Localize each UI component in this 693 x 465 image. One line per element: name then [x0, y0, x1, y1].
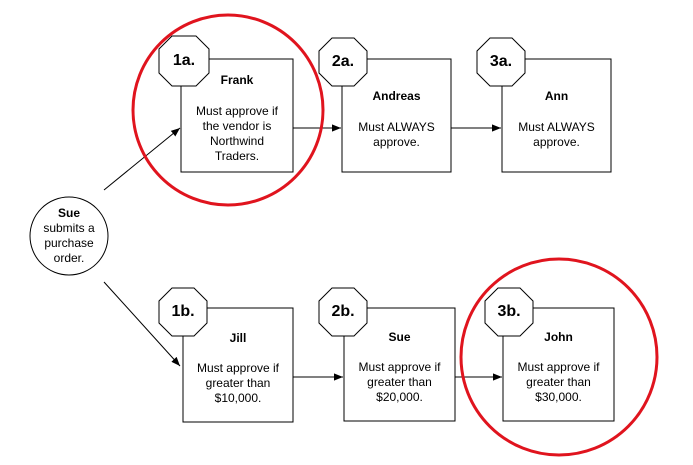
connector-start-to-1b — [103, 281, 181, 367]
step-number-2b: 2b. — [331, 303, 355, 320]
step-number-2a: 2a. — [331, 53, 355, 70]
approver-name-3a: Ann — [544, 89, 569, 103]
approval-rule-1b: Must approve if greater than $10,000. — [196, 361, 280, 405]
approval-rule-3a: Must ALWAYS approve. — [518, 120, 595, 149]
approver-name-1b: Jill — [229, 331, 247, 345]
step-number-1a: 1a. — [172, 52, 196, 69]
approval-rule-2a: Must ALWAYS approve. — [358, 120, 435, 149]
step-badge-2b — [318, 287, 368, 337]
step-badge-2a — [318, 37, 368, 87]
approver-name-2a: Andreas — [372, 89, 421, 103]
highlight-circle-3b — [459, 257, 659, 457]
step-badge-3a — [476, 37, 526, 87]
start-node-circle — [29, 196, 109, 276]
approver-name-1a: Frank — [220, 73, 254, 87]
step-number-3a: 3a. — [489, 53, 513, 70]
step-badge-1b — [158, 287, 208, 337]
step-number-3b: 3b. — [497, 303, 521, 320]
approver-name-3b: John — [544, 330, 573, 344]
approval-rule-1a: Must approve if the vendor is Northwind … — [195, 104, 279, 163]
step-number-1b: 1b. — [171, 303, 195, 320]
start-node-name: Sue — [57, 206, 80, 220]
step-badge-3b — [484, 287, 534, 337]
start-node-text: submits a purchase order. — [43, 221, 95, 265]
approver-name-2b: Sue — [388, 330, 411, 344]
approval-rule-2b: Must approve if greater than $20,000. — [358, 360, 441, 404]
step-box-1b — [182, 307, 294, 423]
approval-rule-3b: Must approve if greater than $30,000. — [517, 360, 600, 404]
highlight-circle-1a — [131, 13, 325, 207]
connector-start-to-1a — [103, 127, 181, 191]
start-node-label: Sue submits a purchase order. — [40, 206, 98, 266]
step-badge-1a — [158, 35, 210, 87]
